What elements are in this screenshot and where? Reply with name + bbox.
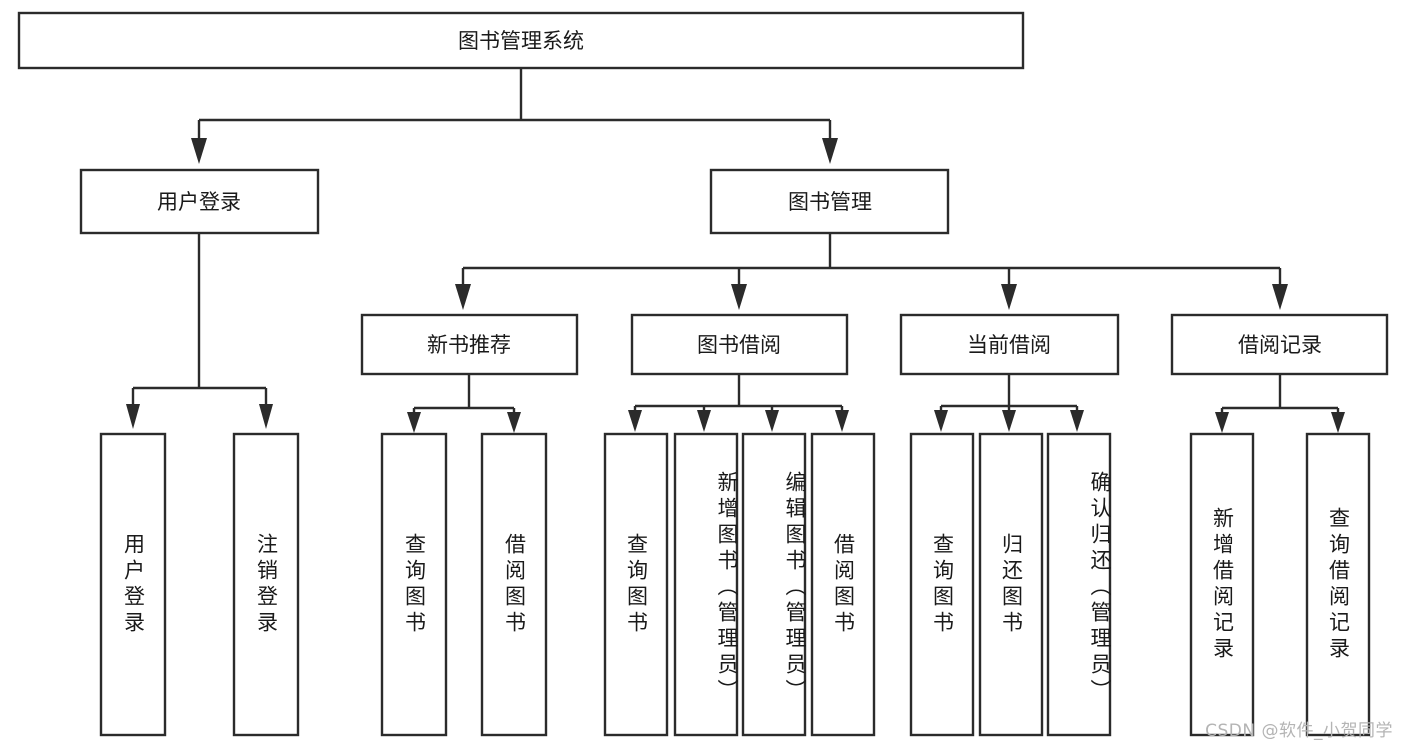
arrowhead-currentborrow-1 [934,410,948,432]
arrowhead-borrowrecord-2 [1331,412,1345,433]
leaf-box-borrow-record-add[interactable] [1189,432,1255,737]
node-label-book-borrow: 图书借阅 [697,333,781,357]
arrowhead-bookmgmt-2 [731,284,747,310]
arrowhead-bookmgmt-3 [1001,284,1017,310]
arrowhead-bookborrow-1 [628,410,642,432]
node-box-book-management[interactable] [709,168,950,235]
arrowhead-newbook-2 [507,412,521,433]
leaf-box-new-book-query[interactable] [380,432,448,737]
node-label-borrow-record: 借阅记录 [1238,333,1322,357]
node-label-root: 图书管理系统 [458,29,584,53]
csdn-watermark: CSDN @软件_小贺同学 [1205,721,1393,741]
connector-group-book-management [455,233,1288,310]
arrowhead-root-to-user-login [191,138,207,164]
node-label-new-book-recommend: 新书推荐 [427,333,511,357]
arrowhead-bookborrow-3 [765,410,779,432]
arrowhead-root-to-book-mgmt [822,138,838,164]
connector-group-current-borrow [934,374,1084,432]
leaf-box-book-borrow-query[interactable] [603,432,669,737]
node-box-current-borrow[interactable] [899,313,1120,376]
leaf-box-book-borrow-edit[interactable] [741,432,807,737]
connector-group-borrow-record [1215,374,1345,433]
arrowhead-currentborrow-3 [1070,410,1084,432]
node-box-book-borrow[interactable] [630,313,849,376]
connector-group-new-book [407,374,521,433]
leaf-box-current-borrow-query[interactable] [909,432,975,737]
arrowhead-bookborrow-4 [835,410,849,432]
node-box-user-login[interactable] [79,168,320,235]
leaf-box-current-borrow-return[interactable] [978,432,1044,737]
leaf-box-book-borrow-borrow[interactable] [810,432,876,737]
arrowhead-userlogin-1 [126,404,140,429]
arrowhead-userlogin-2 [259,404,273,429]
arrowhead-borrowrecord-1 [1215,412,1229,433]
arrowhead-bookmgmt-4 [1272,284,1288,310]
arrowhead-currentborrow-2 [1002,410,1016,432]
arrowhead-bookmgmt-1 [455,284,471,310]
leaf-box-current-borrow-confirm[interactable] [1046,432,1112,737]
connector-group-user-login [126,233,273,429]
node-box-root[interactable] [17,11,1025,70]
leaf-box-user-login-logout[interactable] [232,432,300,737]
connector-group-book-borrow [628,374,849,432]
node-box-borrow-record[interactable] [1170,313,1389,376]
leaf-box-user-login-login[interactable] [99,432,167,737]
leaf-box-borrow-record-query[interactable] [1305,432,1371,737]
arrowhead-bookborrow-2 [697,410,711,432]
node-label-user-login: 用户登录 [157,190,241,214]
leaf-box-book-borrow-add[interactable] [673,432,739,737]
node-label-current-borrow: 当前借阅 [967,333,1051,357]
connector-group-root [191,68,838,164]
node-box-new-book-recommend[interactable] [360,313,579,376]
arrowhead-newbook-1 [407,412,421,433]
leaf-box-new-book-borrow[interactable] [480,432,548,737]
node-label-book-management: 图书管理 [788,190,872,214]
